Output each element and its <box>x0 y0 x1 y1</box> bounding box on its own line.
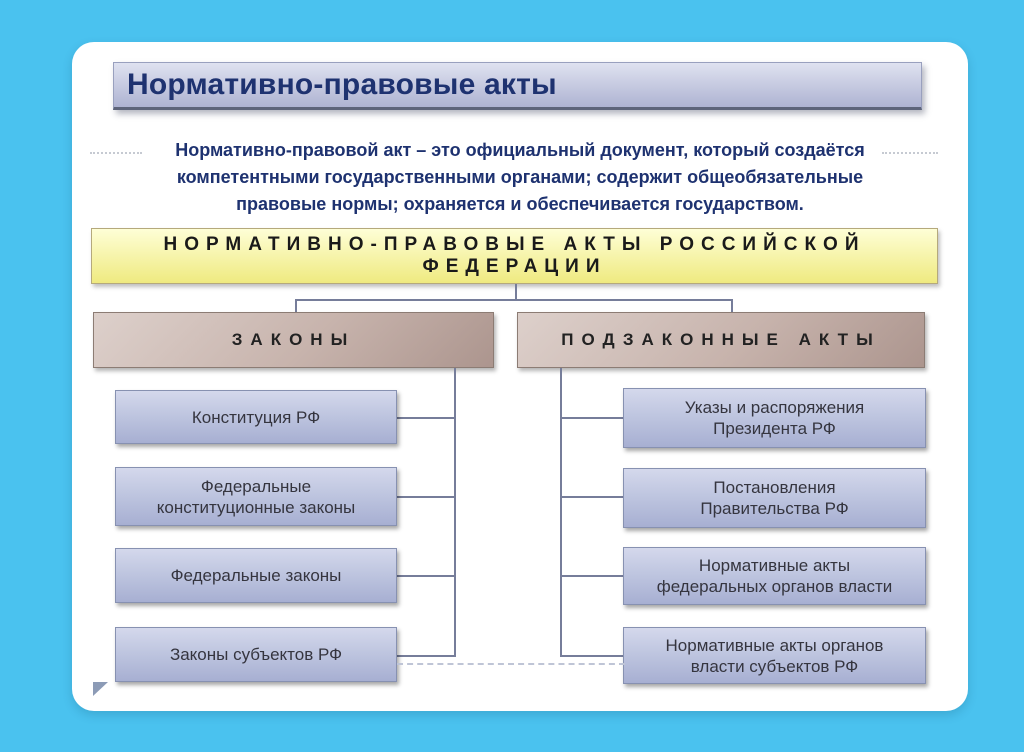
connector-root-drop-right <box>731 299 733 313</box>
branch-label: ПОДЗАКОННЫЕ АКТЫ <box>561 330 881 349</box>
leaf-node-subject-bodies-acts: Нормативные акты органов власти субъекто… <box>623 627 926 684</box>
leaf-label: Нормативные акты органов власти субъекто… <box>665 635 884 676</box>
connector-leaf <box>397 575 454 577</box>
leaf-label: Конституция РФ <box>191 407 321 427</box>
branch-node-bylaws: ПОДЗАКОННЫЕ АКТЫ <box>517 312 925 368</box>
dotted-decoration-left <box>90 152 142 154</box>
root-node-label: НОРМАТИВНО-ПРАВОВЫЕ АКТЫ РОССИЙСКОЙ ФЕДЕ… <box>163 234 866 277</box>
leaf-node-president-decrees: Указы и распоряжения Президента РФ <box>623 388 926 448</box>
slide-title-bar: Нормативно-правовые акты <box>113 62 922 110</box>
connector-trunk-right <box>560 368 562 657</box>
leaf-node-federal-laws: Федеральные законы <box>115 548 397 603</box>
leaf-label: Постановления Правительства РФ <box>700 478 849 518</box>
connector-trunk-left <box>454 368 456 657</box>
slide-card: Нормативно-правовые акты Нормативно-прав… <box>72 42 968 711</box>
dashed-line <box>397 663 625 665</box>
leaf-label: Нормативные акты федеральных органов вла… <box>656 556 893 596</box>
leaf-label: Указы и распоряжения Президента РФ <box>684 398 865 438</box>
branch-label: ЗАКОНЫ <box>231 330 356 349</box>
connector-root-stub <box>515 284 517 300</box>
leaf-label: Законы субъектов РФ <box>169 645 343 664</box>
corner-tail <box>93 682 108 696</box>
leaf-node-constitution: Конституция РФ <box>115 390 397 444</box>
dotted-decoration-right <box>882 152 938 154</box>
leaf-node-federal-bodies-acts: Нормативные акты федеральных органов вла… <box>623 547 926 605</box>
connector-leaf <box>397 417 454 419</box>
definition-text: Нормативно-правовой акт – это официальны… <box>102 137 938 218</box>
definition-line: правовые нормы; охраняется и обеспечивае… <box>236 194 804 214</box>
connector-root-horizontal <box>295 299 733 301</box>
connector-root-drop-left <box>295 299 297 313</box>
connector-leaf <box>560 655 623 657</box>
definition-line: Нормативно-правовой акт – это официальны… <box>175 140 865 160</box>
leaf-label: Федеральные законы <box>170 566 342 585</box>
root-node-banner: НОРМАТИВНО-ПРАВОВЫЕ АКТЫ РОССИЙСКОЙ ФЕДЕ… <box>91 228 938 284</box>
page-title: Нормативно-правовые акты <box>127 68 557 101</box>
connector-leaf <box>560 575 623 577</box>
leaf-node-federal-constitutional-laws: Федеральные конституционные законы <box>115 467 397 526</box>
leaf-node-government-resolutions: Постановления Правительства РФ <box>623 468 926 528</box>
connector-leaf <box>397 496 454 498</box>
definition-line: компетентными государственными органами;… <box>176 167 864 187</box>
leaf-node-subject-laws: Законы субъектов РФ <box>115 627 397 682</box>
leaf-label: Федеральные конституционные законы <box>156 476 356 517</box>
branch-node-laws: ЗАКОНЫ <box>93 312 494 368</box>
connector-leaf <box>397 655 454 657</box>
connector-leaf <box>560 496 623 498</box>
connector-leaf <box>560 417 623 419</box>
